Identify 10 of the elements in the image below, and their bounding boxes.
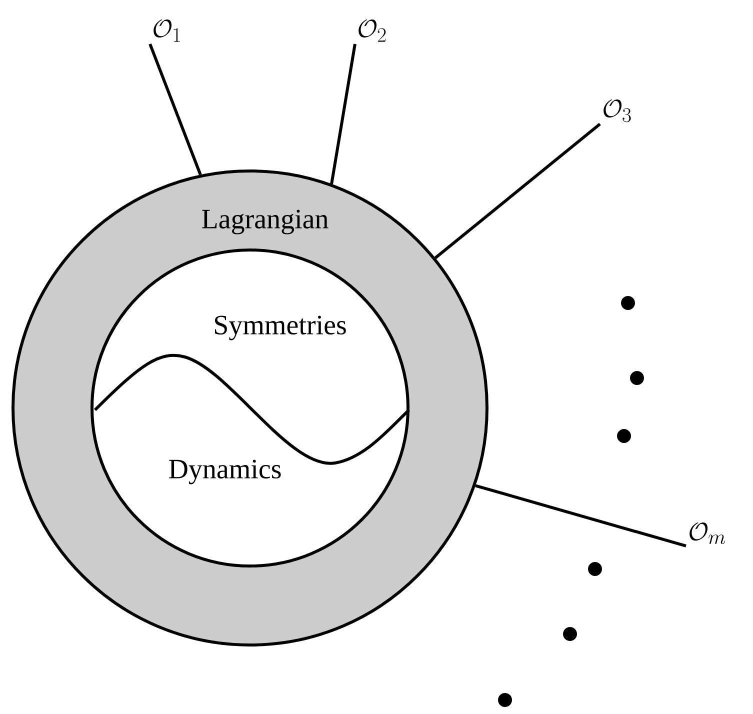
- operator-label: $\mathcal{O}_m$: [690, 522, 726, 544]
- line: [148, 43, 202, 176]
- node-label: Symmetries: [214, 316, 346, 340]
- line: [330, 44, 356, 184]
- node-label: Dynamics: [169, 460, 281, 484]
- line: [475, 484, 686, 548]
- operator-label: $\mathcal{O}_3$: [604, 99, 631, 122]
- line: [434, 122, 601, 260]
- operator-label: $\mathcal{O}_1$: [154, 19, 180, 42]
- operator-label: $\mathcal{O}_2$: [358, 19, 386, 42]
